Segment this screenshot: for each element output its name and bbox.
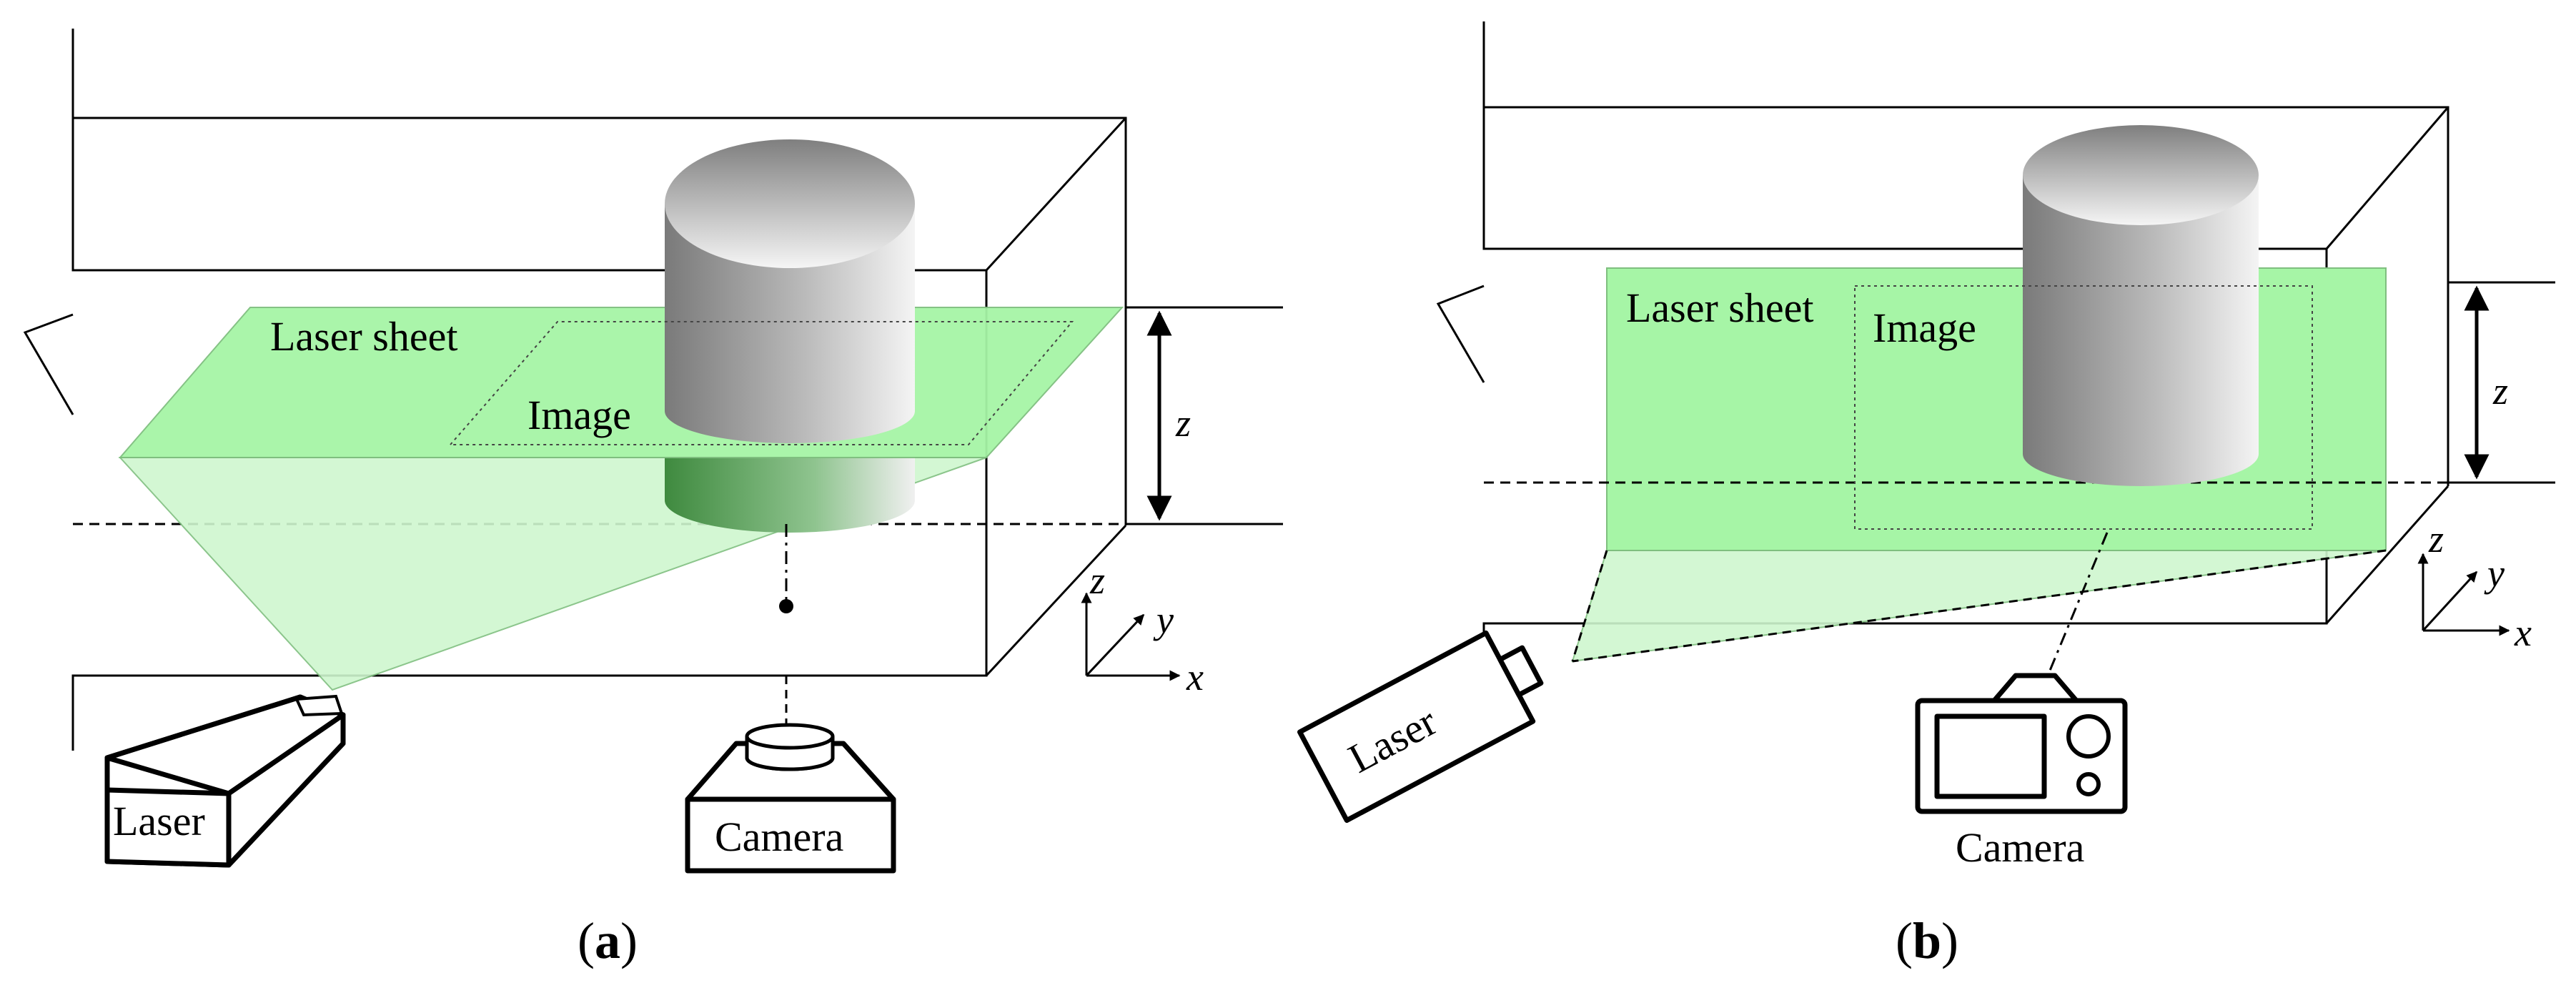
z-dimension-label: z [1175,402,1191,445]
caption-a: (a) [578,912,638,969]
laser-sheet-label-b: Laser sheet [1626,285,1813,331]
z-dimension-a: z [1126,306,1283,525]
channel-break-symbol [1436,285,1485,383]
caption-b: (b) [1896,912,1958,969]
axis-x-label: x [2514,611,2532,654]
laser-device-a: Laser [104,694,346,868]
image-region-b [1854,285,2313,530]
camera-label-a: Camera [715,814,843,860]
axis-z-label: z [2428,518,2444,560]
panel-b: z z y x Laser Camera Laser sheet Image [1297,21,2555,969]
image-label-a: Image [527,392,631,438]
axis-y-label: y [2484,552,2505,595]
laser-sheet-label-a: Laser sheet [270,313,457,360]
laser-label-a: Laser [113,798,205,844]
image-region-a [448,321,1074,445]
camera-b: Camera [1915,673,2128,871]
axes-b: z y x [2417,518,2532,654]
channel-break-symbol [23,313,74,415]
camera-label-b: Camera [1956,824,2084,871]
cylinder-lower-a [665,458,915,533]
cylinder-a [665,139,915,443]
z-dimension-b: z [2448,281,2555,484]
axes-a: z y x [1081,559,1204,698]
camera-a: Camera [685,723,896,874]
panel-a: z z y x Laser Camera [23,29,1283,969]
image-label-b: Image [1873,305,1976,351]
laser-device-b: Laser [1297,630,1544,824]
axis-x-label: x [1186,656,1204,698]
cylinder-b [2023,125,2259,486]
z-dimension-label: z [2492,370,2508,412]
focus-point-a [779,599,793,613]
axis-z-label: z [1089,559,1105,602]
axis-y-label: y [1153,598,1174,641]
camera-axis-b [2046,532,2109,676]
